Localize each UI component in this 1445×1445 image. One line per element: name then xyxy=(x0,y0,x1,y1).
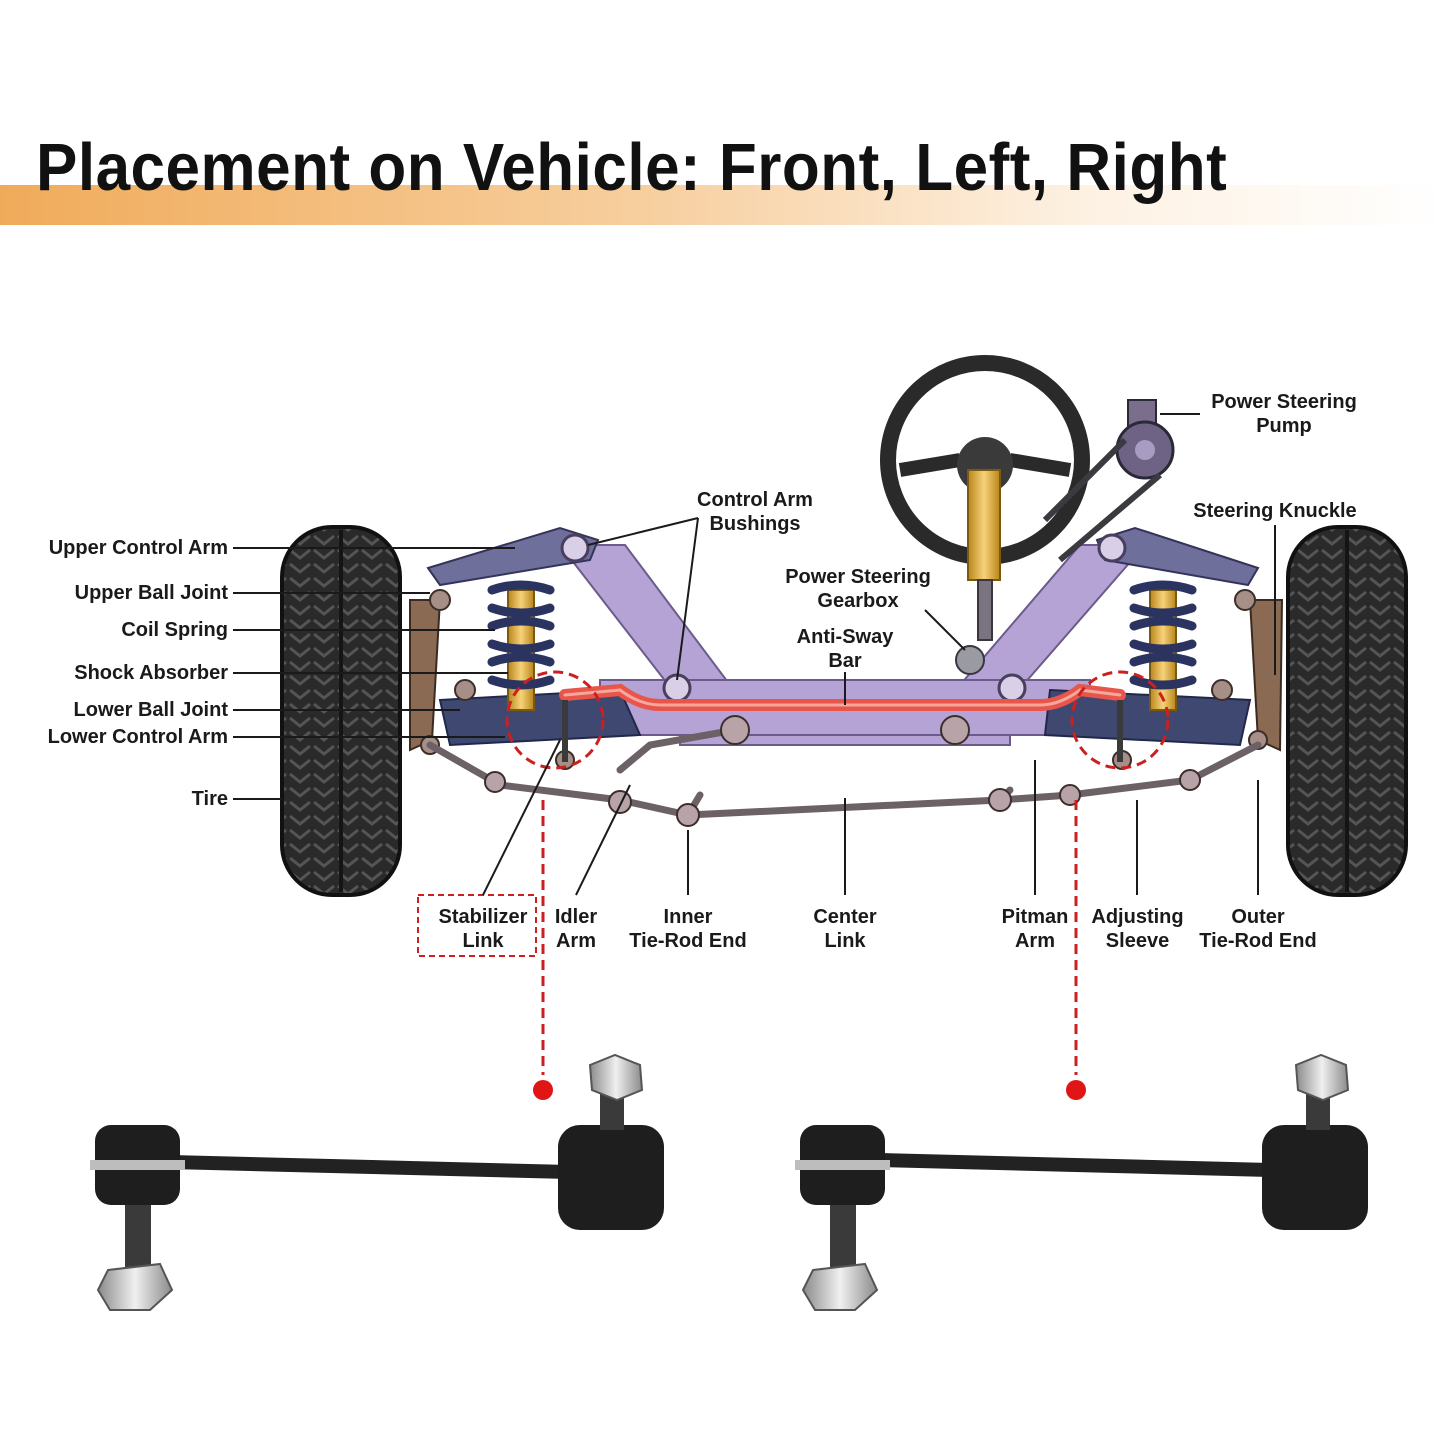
label-shock-absorber: Shock Absorber xyxy=(74,662,228,684)
label-center-link-line2: Link xyxy=(824,930,866,952)
label-center-link: Center Link xyxy=(795,905,895,953)
label-lower-control-arm: Lower Control Arm xyxy=(47,726,228,748)
right-drop-dot xyxy=(1066,1080,1086,1100)
label-pitman-arm-line1: Pitman xyxy=(1001,906,1069,928)
label-upper-ball-joint: Upper Ball Joint xyxy=(74,582,228,604)
label-adjusting-sleeve-line1: Adjusting xyxy=(1091,906,1184,928)
label-adjusting-sleeve-line2: Sleeve xyxy=(1105,930,1170,952)
steering-column xyxy=(967,469,1001,581)
right-tire xyxy=(1286,525,1408,897)
label-idler-arm-line2: Arm xyxy=(555,930,596,952)
label-idler-arm: Idler Arm xyxy=(541,905,611,953)
stabilizer-link-product-icon xyxy=(90,1053,664,1311)
label-inner-tie-rod-end-line1: Inner xyxy=(663,906,713,928)
label-inner-tie-rod-end: Inner Tie-Rod End xyxy=(618,905,758,953)
title-highlight-band xyxy=(0,185,1445,225)
label-control-arm-bushings-line1: Control Arm xyxy=(697,489,813,511)
power-steering-gearbox xyxy=(955,645,985,675)
right-stabilizer-highlight-circle xyxy=(1070,670,1170,770)
label-anti-sway-bar: Anti-Sway Bar xyxy=(780,625,910,673)
label-stabilizer-link-line1: Stabilizer xyxy=(438,906,528,928)
label-idler-arm-line1: Idler xyxy=(554,906,598,928)
label-power-steering-pump-line2: Pump xyxy=(1256,415,1312,437)
label-power-steering-pump-line1: Power Steering xyxy=(1211,391,1357,413)
label-power-steering-pump: Power Steering Pump xyxy=(1198,390,1370,438)
label-tire: Tire xyxy=(191,788,228,810)
tie-rod-ends xyxy=(484,715,1201,827)
anti-sway-bar-highlight xyxy=(563,688,1122,707)
label-power-steering-gearbox-line2: Gearbox xyxy=(817,590,899,612)
label-lower-ball-joint: Lower Ball Joint xyxy=(73,699,228,721)
label-outer-tie-rod-end: Outer Tie-Rod End xyxy=(1188,905,1328,953)
steering-shaft xyxy=(977,579,993,641)
label-power-steering-gearbox-line1: Power Steering xyxy=(785,566,931,588)
label-control-arm-bushings-line2: Bushings xyxy=(709,513,801,535)
label-steering-knuckle: Steering Knuckle xyxy=(1193,500,1357,522)
left-coil-spring xyxy=(487,580,555,690)
label-coil-spring: Coil Spring xyxy=(121,619,228,641)
power-steering-pump xyxy=(1042,399,1175,563)
label-control-arm-bushings: Control Arm Bushings xyxy=(670,488,840,536)
left-stabilizer-highlight-circle xyxy=(505,670,605,770)
label-stabilizer-link-line2: Link xyxy=(462,930,504,952)
label-upper-control-arm: Upper Control Arm xyxy=(48,537,228,559)
label-pitman-arm: Pitman Arm xyxy=(990,905,1080,953)
label-center-link-line1: Center xyxy=(813,906,877,928)
leader-lines xyxy=(233,413,1276,896)
stabilizer-link-product-icon xyxy=(795,1053,1368,1311)
left-drop-dot xyxy=(533,1080,553,1100)
label-inner-tie-rod-end-line2: Tie-Rod End xyxy=(629,930,747,952)
label-outer-tie-rod-end-line2: Tie-Rod End xyxy=(1199,930,1317,952)
label-adjusting-sleeve: Adjusting Sleeve xyxy=(1080,905,1195,953)
left-upper-control-arm xyxy=(426,526,600,587)
label-stabilizer-link: Stabilizer Link xyxy=(420,905,546,953)
right-lower-control-arm xyxy=(1043,688,1252,747)
page-title: Placement on Vehicle: Front, Left, Right xyxy=(36,130,1228,206)
label-outer-tie-rod-end-line1: Outer xyxy=(1231,906,1285,928)
left-steering-knuckle xyxy=(409,599,442,752)
right-steering-knuckle xyxy=(1248,599,1284,752)
label-power-steering-gearbox: Power Steering Gearbox xyxy=(770,565,946,613)
label-anti-sway-bar-line2: Bar xyxy=(828,650,862,672)
right-coil-spring xyxy=(1129,580,1197,690)
label-anti-sway-bar-line1: Anti-Sway xyxy=(796,626,894,648)
label-pitman-arm-line2: Arm xyxy=(1014,930,1055,952)
